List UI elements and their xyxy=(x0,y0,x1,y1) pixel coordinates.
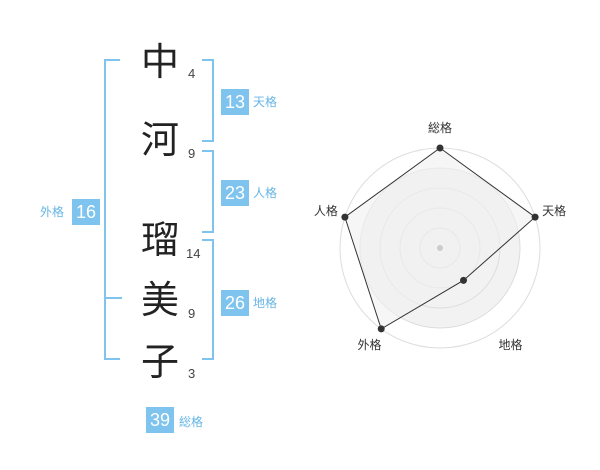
tenkaku-bracket xyxy=(202,59,214,142)
jinkaku-label: 人格 xyxy=(253,186,278,200)
stroke-count-2: 9 xyxy=(188,146,196,161)
tenkaku-badge: 13 xyxy=(221,89,249,115)
chikaku-bracket xyxy=(202,239,214,360)
name-kanji-4: 美 xyxy=(140,278,179,322)
chikaku-label: 地格 xyxy=(253,296,278,310)
radar-point-5 xyxy=(341,213,349,221)
stroke-count-5: 3 xyxy=(188,366,196,381)
stroke-count-1: 4 xyxy=(188,66,196,81)
radar-points xyxy=(341,144,539,333)
name-kanji-1: 中 xyxy=(140,40,179,84)
radar-axis-label-1: 総格 xyxy=(428,120,452,135)
radar-center-dot xyxy=(437,245,443,251)
radar-point-4 xyxy=(377,325,385,333)
radar-point-3 xyxy=(460,276,468,284)
radar-polygon xyxy=(344,147,536,330)
tenkaku-label: 天格 xyxy=(253,95,278,109)
gaikaku-bracket-tick xyxy=(104,297,122,299)
name-kanji-3: 瑠 xyxy=(140,218,179,262)
jinkaku-bracket xyxy=(202,150,214,233)
stroke-count-3: 14 xyxy=(186,246,201,261)
radar-point-2 xyxy=(531,213,539,221)
gaikaku-label: 外格 xyxy=(40,205,65,219)
name-kanji-2: 河 xyxy=(140,118,179,162)
gaikaku-bracket xyxy=(104,59,120,360)
gaikaku-badge: 16 xyxy=(72,199,100,225)
name-kanji-5: 子 xyxy=(140,340,179,384)
jinkaku-badge: 23 xyxy=(221,180,249,206)
soukaku-badge: 39 xyxy=(146,407,174,433)
radar-axis-label-5: 人格 xyxy=(314,203,338,218)
radar-point-1 xyxy=(436,144,444,152)
radar-axis-label-4: 外格 xyxy=(357,337,381,352)
chikaku-badge: 26 xyxy=(221,290,249,316)
radar-axis-label-2: 天格 xyxy=(542,203,566,218)
soukaku-label: 総格 xyxy=(179,415,204,429)
radar-axis-label-3: 地格 xyxy=(499,337,523,352)
stroke-count-4: 9 xyxy=(188,306,196,321)
